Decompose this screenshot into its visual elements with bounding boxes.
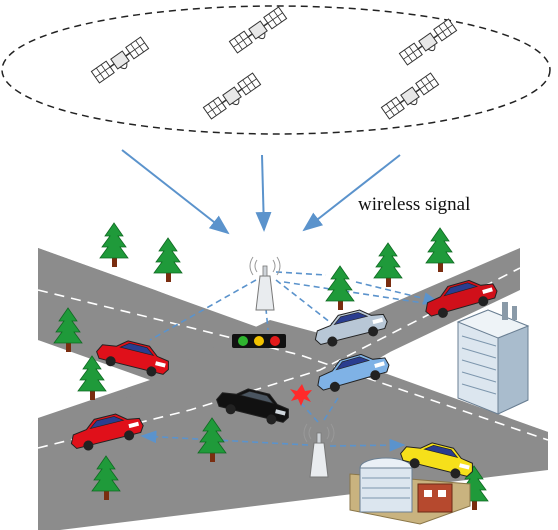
wireless-links	[140, 271, 440, 452]
link-tower-to-red-car	[149, 279, 257, 341]
link-bottom-tower-to-taxi	[329, 438, 406, 452]
blue-car-icon	[317, 353, 390, 392]
lane-marking-north-south	[37, 267, 521, 449]
tree-icon	[425, 227, 455, 273]
link-bottom-tower-to-car	[140, 430, 309, 446]
red-car-top-right-icon	[425, 279, 498, 318]
link-tower-to-tree	[275, 271, 327, 276]
traffic-light-icon	[232, 334, 286, 348]
collision-star-icon	[290, 384, 312, 406]
link-tower-to-building	[283, 281, 431, 305]
link-bottom-tower-to-blue-car	[323, 397, 339, 421]
red-car-left-icon	[96, 340, 169, 377]
downlink-arrow-center	[255, 154, 272, 232]
link-tower-to-gray-car	[275, 279, 341, 331]
tree-icon	[373, 242, 403, 288]
satellite-4-icon	[202, 72, 264, 123]
gray-car-icon	[314, 309, 388, 347]
satellite-5-icon	[380, 72, 442, 123]
downlink-arrow-right	[302, 154, 401, 232]
satellite-3-icon	[398, 18, 460, 69]
traffic-lamp	[238, 336, 248, 346]
satellite-1-icon	[90, 36, 152, 87]
black-car-icon	[216, 388, 289, 425]
satellite-cloud	[1, 5, 551, 135]
downlink-arrow-left	[121, 149, 230, 235]
red-car-bottom-left-icon	[70, 413, 144, 451]
vehicles	[70, 279, 498, 479]
office-building-icon	[456, 302, 530, 415]
satellite-group	[90, 6, 460, 123]
traffic-lamp	[270, 336, 280, 346]
downlink-arrows	[121, 149, 401, 235]
wireless-signal-label: wireless signal	[358, 194, 471, 215]
tree-icon	[325, 265, 355, 311]
link-tree-to-red-car	[355, 281, 440, 305]
satellite-2-icon	[228, 6, 290, 57]
yellow-taxi-icon	[400, 442, 473, 479]
traffic-lamp	[254, 336, 264, 346]
tree-icon	[153, 237, 183, 283]
link-bottom-tower-to-crash	[299, 401, 319, 423]
tree-icon	[99, 222, 129, 268]
hospital-building-icon	[349, 457, 471, 525]
base-station-tower-icon	[249, 256, 281, 311]
